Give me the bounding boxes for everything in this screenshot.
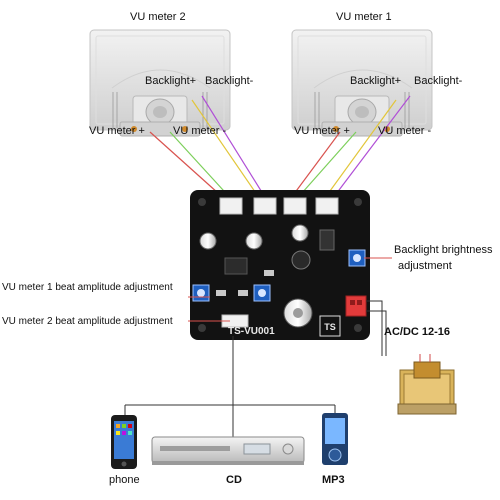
power-wires: [366, 300, 387, 356]
vu-meter-1-title: VU meter 1: [336, 11, 392, 23]
control-board: [190, 190, 370, 340]
transformer-icon: [397, 354, 457, 415]
vu-meter-2-backlight-minus-label: Backlight-: [205, 75, 254, 87]
cd-player-icon: [151, 436, 305, 465]
phone-icon: [111, 415, 137, 469]
audio-wires: [124, 336, 336, 437]
board-logo-text: TS: [324, 322, 336, 332]
vu-meter-2: [89, 29, 231, 137]
mp3-label: MP3: [322, 474, 345, 486]
phone-label: phone: [109, 474, 140, 486]
annotation-leaders: [188, 257, 392, 322]
vu-meter-2-backlight-plus-label: Backlight+: [145, 75, 197, 87]
vu-meter-2-minus-label: VU meter -: [173, 125, 227, 137]
vu-meter-1-adjust-label: VU meter 1 beat amplitude adjustment: [2, 282, 173, 293]
vu-meter-2-plus-label: VU meter +: [89, 125, 145, 137]
ts-logo-mark: TS: [324, 322, 336, 332]
mp3-player-icon: [322, 413, 348, 465]
vu-meter-1-backlight-minus-label: Backlight-: [414, 75, 463, 87]
cd-label: CD: [226, 474, 242, 486]
vu-meter-1-backlight-plus-label: Backlight+: [350, 75, 402, 87]
vu-meter-1-minus-label: VU meter -: [378, 125, 432, 137]
vu-meter-1-plus-label: VU meter +: [294, 125, 350, 137]
vu-meter-2-adjust-label: VU meter 2 beat amplitude adjustment: [2, 316, 173, 327]
backlight-brightness-label: Backlight brightness: [394, 244, 493, 256]
backlight-brightness-label-2: adjustment: [398, 260, 452, 272]
vu-meter-2-title: VU meter 2: [130, 11, 186, 23]
board-name-text: TS-VU001: [228, 326, 275, 337]
power-supply-label: AC/DC 12-16: [384, 326, 451, 338]
